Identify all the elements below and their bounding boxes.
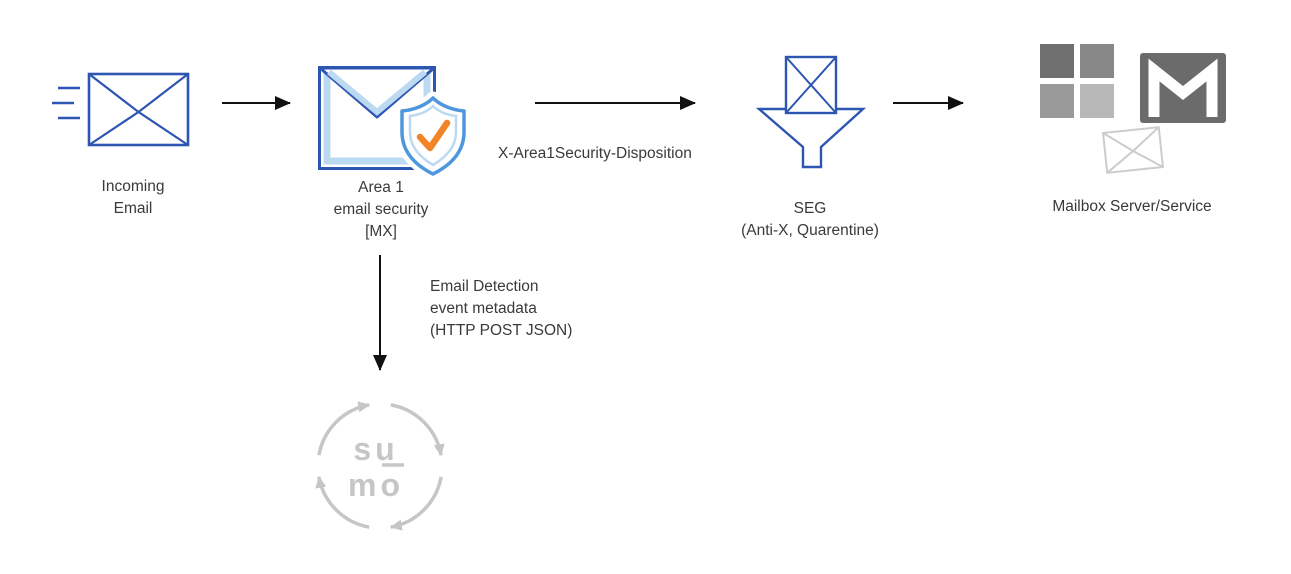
sumo-text-top: su bbox=[353, 431, 398, 467]
label-line: Area 1 bbox=[358, 179, 404, 196]
envelope-flap bbox=[318, 66, 436, 119]
sumo-text-bottom: mo bbox=[348, 467, 404, 503]
label-line: Email Detection bbox=[430, 278, 539, 295]
mailbox-label: Mailbox Server/Service bbox=[1052, 198, 1212, 215]
seg-label: SEG (Anti-X, Quarentine) bbox=[722, 198, 898, 242]
label-line: email security bbox=[333, 201, 429, 218]
seg-filter-icon bbox=[755, 55, 867, 169]
envelope-bottom-folds bbox=[785, 83, 837, 114]
disposition-header-label: X-Area1Security-Disposition bbox=[498, 145, 692, 162]
ms-square-top-left bbox=[1040, 44, 1074, 78]
incoming-email-icon bbox=[52, 72, 190, 147]
shield-inner-ring bbox=[408, 104, 458, 167]
label-line: (Anti-X, Quarentine) bbox=[741, 222, 879, 239]
envelope-flap-accent bbox=[327, 69, 427, 116]
label-line: (HTTP POST JSON) bbox=[430, 322, 573, 339]
ms-square-bottom-left bbox=[1040, 84, 1074, 118]
detection-metadata-label: Email Detection event metadata (HTTP POS… bbox=[430, 276, 650, 342]
shield-icon bbox=[400, 96, 466, 176]
circular-arrow-bottom-left bbox=[315, 475, 370, 529]
label-line: event metadata bbox=[430, 300, 537, 317]
circular-arrow-bottom-right bbox=[389, 476, 443, 531]
mail-m-glyph bbox=[1148, 58, 1218, 117]
area1-label: Area 1 email security [MX] bbox=[308, 177, 454, 243]
area1-email-security-icon bbox=[318, 66, 471, 181]
checkmark-icon bbox=[416, 119, 451, 152]
mail-client-icon bbox=[1140, 53, 1226, 123]
microsoft-logo bbox=[1040, 44, 1114, 118]
ms-square-bottom-right bbox=[1080, 84, 1114, 118]
small-envelope-icon bbox=[1101, 126, 1165, 174]
incoming-email-label: Incoming Email bbox=[55, 176, 211, 220]
label-line: Email bbox=[113, 200, 153, 217]
circular-arrow-top-right bbox=[390, 403, 445, 457]
shield-check-badge bbox=[395, 91, 471, 181]
label-line: Incoming bbox=[101, 178, 165, 195]
envelope-bottom-folds bbox=[1106, 149, 1164, 174]
circular-arrow-top-left bbox=[317, 401, 371, 456]
funnel bbox=[755, 107, 867, 169]
envelope-bottom-folds bbox=[88, 110, 189, 146]
label-line: [MX] bbox=[365, 223, 397, 240]
label-line: SEG bbox=[793, 200, 827, 217]
ms-square-top-right bbox=[1080, 44, 1114, 78]
sumo-logic-logo: su mo bbox=[315, 401, 445, 531]
